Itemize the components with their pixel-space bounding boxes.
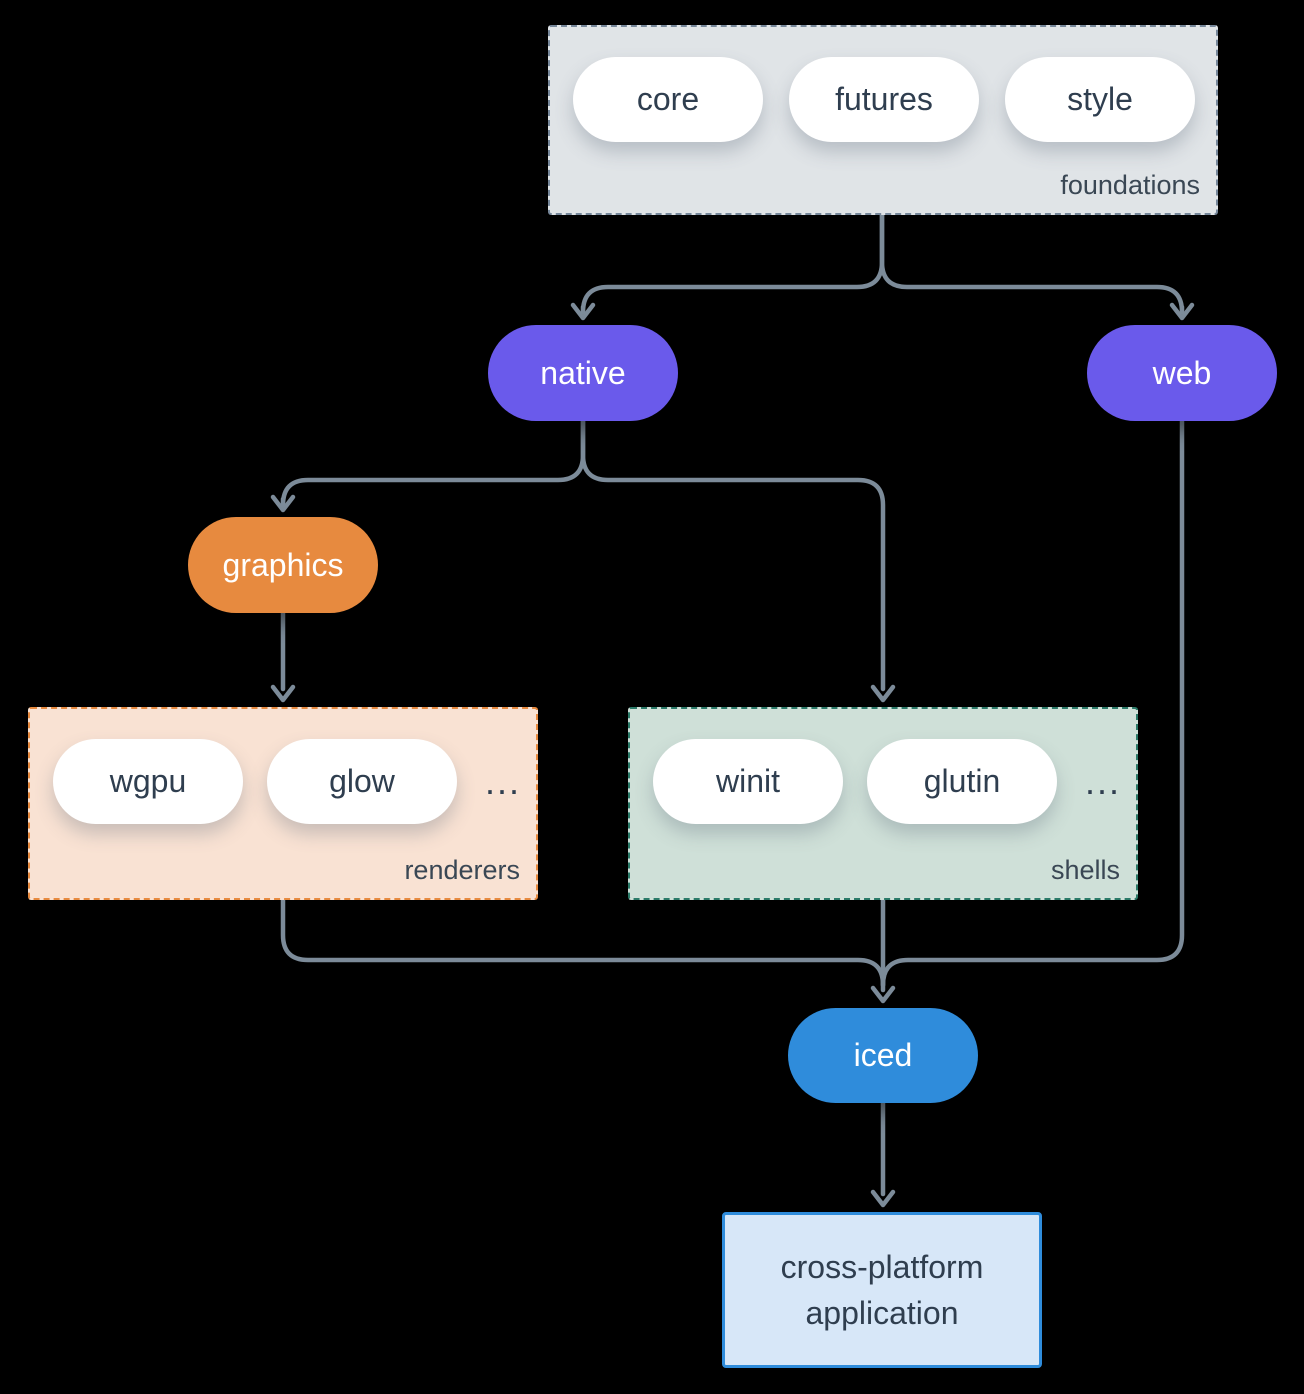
node-style: style	[1005, 57, 1195, 142]
shells-label: shells	[1050, 855, 1120, 885]
edge-web-iced	[880, 418, 1185, 988]
node-iced: iced	[788, 1008, 978, 1103]
shells-ellipsis: ...	[1085, 760, 1122, 802]
group-renderers: wgpu glow ... renderers	[28, 707, 538, 900]
edge-native-shells	[580, 418, 886, 692]
application-label-line2: application	[805, 1295, 959, 1331]
node-web: web	[1087, 325, 1277, 421]
node-glutin: glutin	[867, 739, 1057, 824]
node-wgpu: wgpu	[53, 739, 243, 824]
arrowhead-web	[1169, 302, 1195, 321]
application-label-line1: cross-platform	[780, 1248, 984, 1285]
edge-native-graphics	[280, 418, 586, 508]
node-native: native	[488, 325, 678, 421]
group-shells: winit glutin ... shells	[628, 707, 1138, 900]
arrowhead-graphics	[270, 494, 296, 513]
arrowhead-iced	[870, 985, 896, 1004]
renderers-pill-row: wgpu glow ...	[30, 739, 559, 824]
arrowhead-shells	[870, 684, 896, 703]
edge-renderers-iced	[280, 897, 886, 988]
group-foundations: core futures style foundations	[548, 25, 1218, 215]
arrowhead-native	[570, 302, 596, 321]
node-winit: winit	[653, 739, 843, 824]
foundations-label: foundations	[1060, 170, 1200, 200]
node-cross-platform-application: cross-platform application	[722, 1212, 1042, 1368]
arrowhead-application	[870, 1189, 896, 1208]
arrowhead-renderers	[270, 684, 296, 703]
node-futures: futures	[789, 57, 979, 142]
node-glow: glow	[267, 739, 457, 824]
renderers-label: renderers	[404, 855, 520, 885]
renderers-ellipsis: ...	[485, 760, 522, 802]
edge-foundations-web	[879, 212, 1185, 315]
foundations-pill-row: core futures style	[550, 57, 1239, 142]
edge-foundations-native	[580, 212, 885, 315]
shells-pill-row: winit glutin ...	[630, 739, 1159, 824]
node-core: core	[573, 57, 763, 142]
node-graphics: graphics	[188, 517, 378, 613]
